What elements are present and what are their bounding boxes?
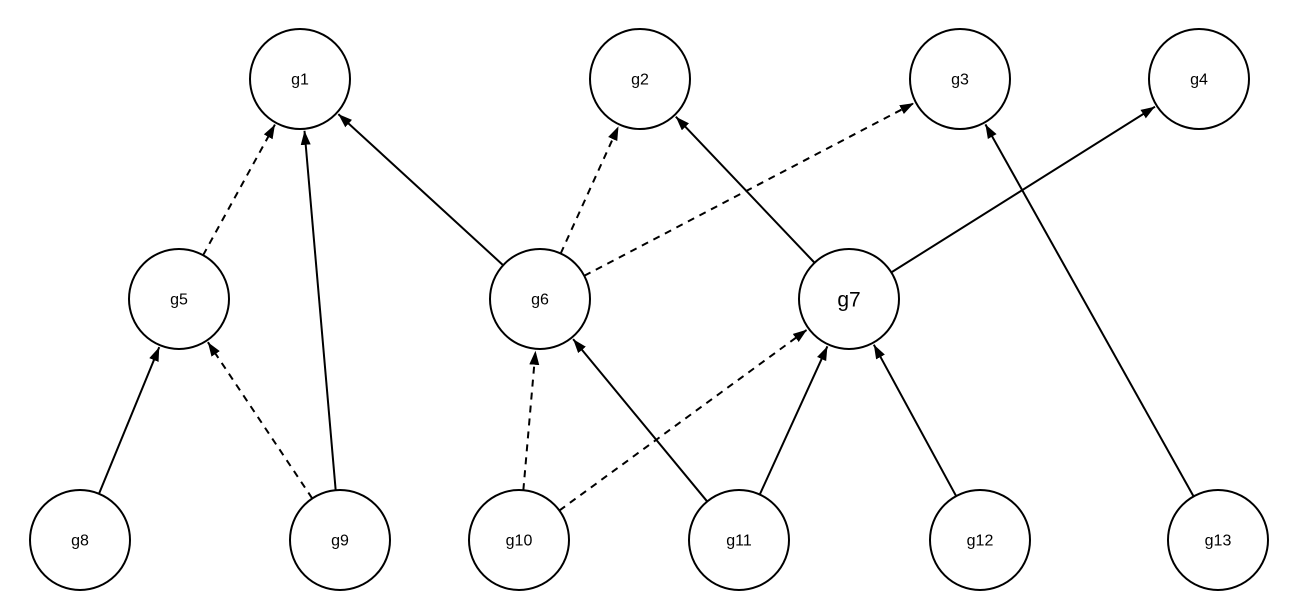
edge-g13-g3-solid[interactable]: [984, 123, 1195, 497]
edge-g9-g5-dashed[interactable]: [207, 341, 314, 499]
edge-g11-g6-solid[interactable]: [572, 338, 708, 503]
node-g7[interactable]: g7: [798, 248, 900, 350]
node-g10[interactable]: g10: [468, 489, 570, 591]
edges-layer: [98, 102, 1195, 512]
edge-g12-g7-solid[interactable]: [872, 344, 957, 497]
nodes-layer: g1 g2 g3 g4 g5 g6 g7 g8 g9 g10 g11 g12 g13: [29, 28, 1269, 591]
node-circle-g8[interactable]: [29, 489, 131, 591]
node-g3[interactable]: g3: [909, 28, 1011, 130]
node-circle-g11[interactable]: [688, 489, 790, 591]
node-circle-g2[interactable]: [589, 28, 691, 130]
node-circle-g4[interactable]: [1148, 28, 1250, 130]
node-g8[interactable]: g8: [29, 489, 131, 591]
edge-g6-g3-dashed[interactable]: [583, 102, 915, 277]
node-circle-g9[interactable]: [289, 489, 391, 591]
edge-g8-g5-solid[interactable]: [98, 346, 161, 495]
node-g1[interactable]: g1: [249, 28, 351, 130]
edge-g11-g7-solid[interactable]: [758, 345, 829, 495]
node-circle-g6[interactable]: [489, 248, 591, 350]
edge-g7-g2-solid[interactable]: [675, 116, 816, 264]
node-g12[interactable]: g12: [929, 489, 1031, 591]
node-g11[interactable]: g11: [688, 489, 790, 591]
node-circle-g10[interactable]: [468, 489, 570, 591]
node-circle-g5[interactable]: [128, 248, 230, 350]
edge-g6-g2-dashed[interactable]: [559, 125, 620, 254]
edge-g9-g1-solid[interactable]: [300, 130, 337, 491]
node-circle-g13[interactable]: [1167, 489, 1269, 591]
node-g9[interactable]: g9: [289, 489, 391, 591]
edge-g5-g1-dashed[interactable]: [202, 124, 276, 256]
node-g5[interactable]: g5: [128, 248, 230, 350]
node-g2[interactable]: g2: [589, 28, 691, 130]
edge-g7-g4-solid[interactable]: [890, 105, 1156, 274]
edge-g10-g7-dashed[interactable]: [558, 328, 808, 512]
node-g4[interactable]: g4: [1148, 28, 1250, 130]
node-circle-g7[interactable]: [798, 248, 900, 350]
node-circle-g12[interactable]: [929, 489, 1031, 591]
node-circle-g1[interactable]: [249, 28, 351, 130]
node-g13[interactable]: g13: [1167, 489, 1269, 591]
edge-g6-g1-solid[interactable]: [337, 113, 504, 266]
node-g6[interactable]: g6: [489, 248, 591, 350]
node-circle-g3[interactable]: [909, 28, 1011, 130]
edge-g10-g6-dashed[interactable]: [522, 350, 540, 491]
